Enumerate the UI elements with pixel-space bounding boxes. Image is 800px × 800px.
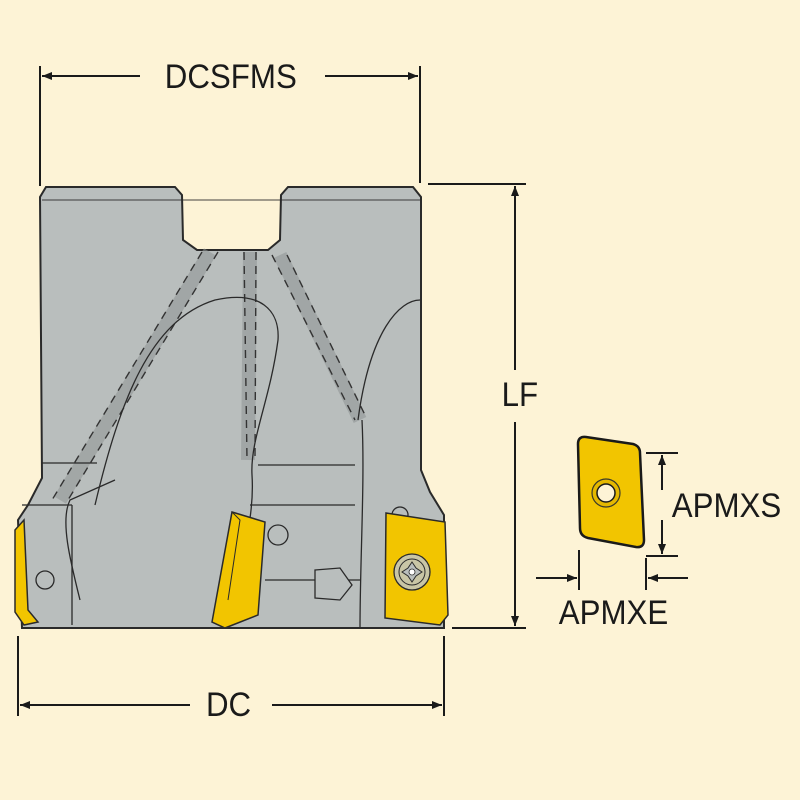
dc-dimension	[17, 636, 445, 716]
apmxe-label: APMXE	[558, 594, 669, 632]
dcsfms-label: DCSFMS	[161, 60, 301, 94]
cutter-body	[16, 186, 445, 629]
insert-detail	[576, 435, 646, 549]
apmxs-label: APMXS	[671, 487, 782, 525]
apmxe-dimension	[536, 550, 688, 590]
torx-screw-icon	[393, 553, 431, 591]
lf-dimension	[428, 183, 526, 629]
insert-center	[211, 511, 266, 629]
dcsfms-dimension	[39, 66, 421, 186]
apmxs-dimension	[646, 452, 678, 557]
insert-right	[384, 512, 449, 626]
lf-label: LF	[497, 378, 542, 412]
insert-left	[14, 518, 40, 626]
dc-label: DC	[202, 688, 255, 722]
